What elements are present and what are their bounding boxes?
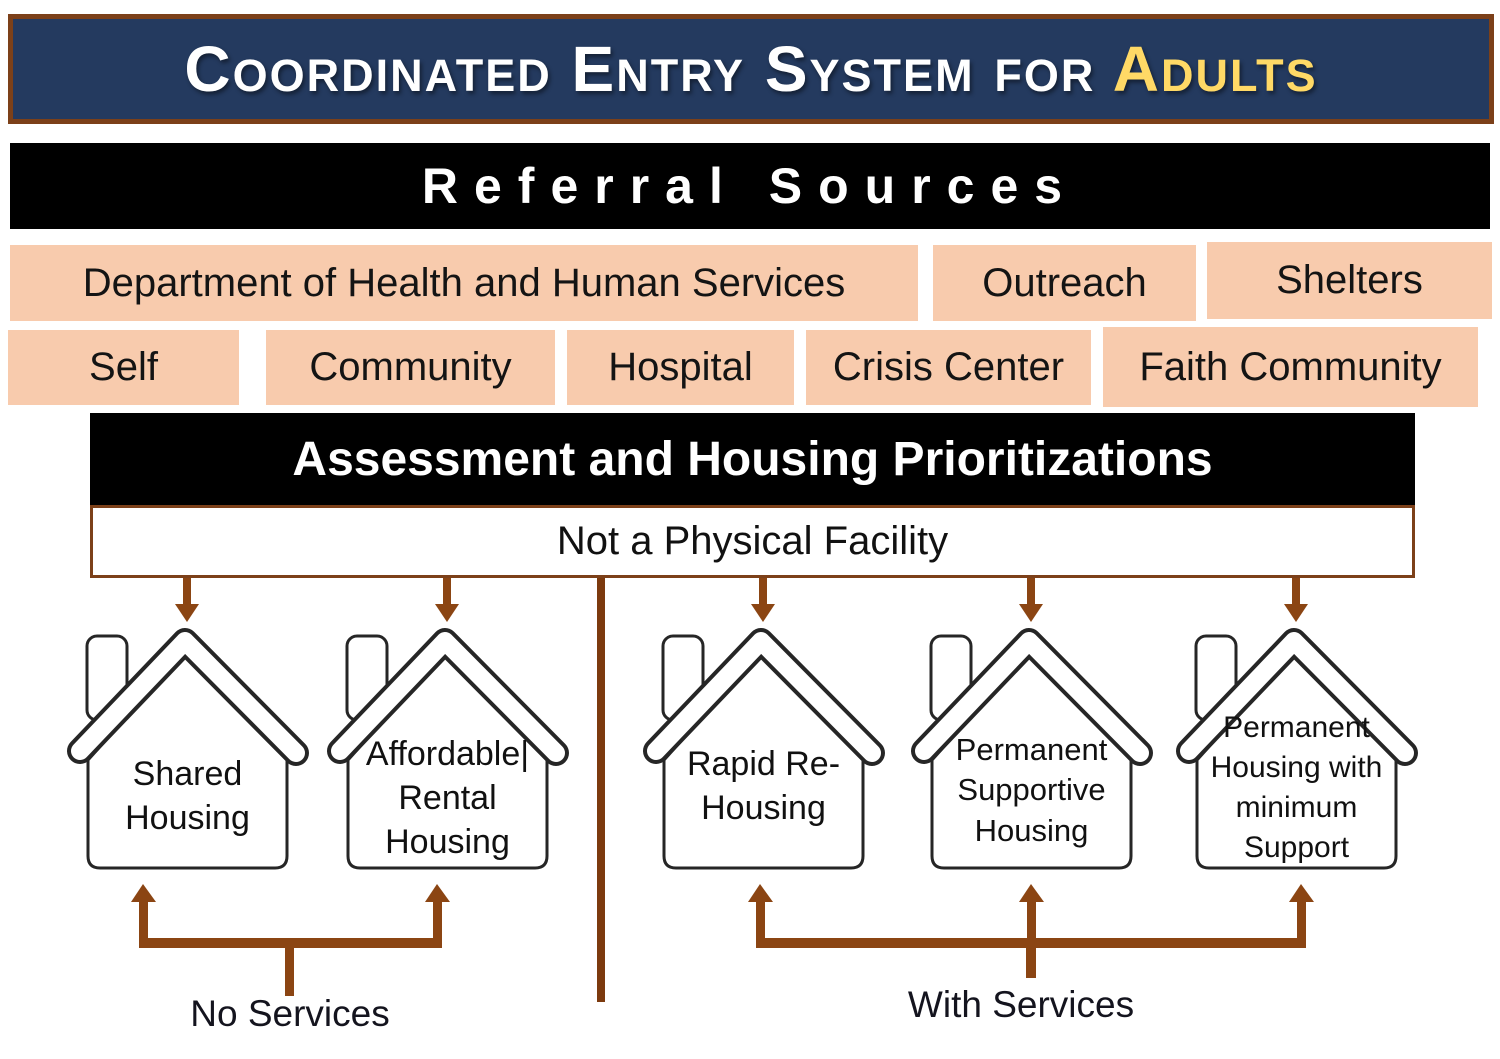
housing-option-affordable-rental-housing: Affordable| Rental Housing (325, 620, 570, 876)
group-label-no-services: No Services (190, 993, 390, 1034)
page-title-main: Coordinated Entry System for (184, 33, 1113, 105)
referral-box-label: Shelters (1276, 258, 1423, 302)
housing-option-shared-housing: Shared Housing (65, 620, 310, 876)
housing-option-label: Rapid Re- Housing (686, 745, 841, 828)
referral-box-hospital: Hospital (567, 330, 794, 405)
down-arrow (1019, 578, 1043, 622)
housing-option-permanent-housing-minimum-support: Permanent Housing with minimum Support (1174, 620, 1419, 876)
housing-option-label: Affordable| Rental Housing (365, 735, 530, 862)
page-title-accent: Adults (1112, 33, 1318, 105)
bracket-bar-with-services (756, 938, 1306, 948)
housing-option-permanent-supportive-housing: Permanent Supportive Housing (909, 620, 1154, 876)
up-arrow (1019, 884, 1044, 948)
housing-option-label: Permanent Supportive Housing (955, 732, 1108, 848)
bracket-stem (1026, 948, 1036, 978)
referral-box-crisis-center: Crisis Center (806, 330, 1091, 405)
facility-note-label: Not a Physical Facility (556, 519, 949, 563)
referral-sources-title: Referral Sources (421, 158, 1079, 214)
referral-box-outreach: Outreach (933, 245, 1196, 321)
referral-box-label: Crisis Center (832, 345, 1065, 389)
bracket-stem (285, 948, 294, 996)
up-arrow (425, 884, 450, 948)
referral-sources-banner: Referral Sources (10, 143, 1490, 229)
referral-box-self: Self (8, 330, 239, 405)
group-label-with-services: With Services (907, 984, 1135, 1025)
referral-box-label: Community (309, 345, 512, 389)
bracket-bar-no-services (139, 938, 442, 948)
up-arrow (1289, 884, 1314, 948)
up-arrow (131, 884, 156, 948)
referral-box-label: Self (89, 345, 158, 389)
up-arrow (748, 884, 773, 948)
header-banner: Coordinated Entry System for Adults (8, 14, 1494, 124)
assessment-banner: Assessment and Housing Prioritizations (90, 413, 1415, 505)
referral-box-community: Community (266, 330, 555, 405)
assessment-title: Assessment and Housing Prioritizations (292, 432, 1213, 486)
referral-box-label: Hospital (608, 345, 753, 389)
down-arrow (435, 578, 459, 622)
facility-note-box: Not a Physical Facility (90, 505, 1415, 578)
housing-option-label: Permanent Housing with minimum Support (1210, 711, 1383, 864)
divider-line (597, 578, 605, 1002)
referral-box-label: Faith Community (1139, 344, 1442, 389)
page-title: Coordinated Entry System for Adults (184, 32, 1317, 106)
referral-box-label: Department of Health and Human Services (82, 260, 846, 305)
referral-box-dhhs: Department of Health and Human Services (10, 245, 918, 321)
referral-box-shelters: Shelters (1207, 242, 1492, 319)
housing-option-label: Shared Housing (125, 755, 250, 838)
referral-box-faith-community: Faith Community (1103, 327, 1478, 407)
down-arrow (175, 578, 199, 622)
housing-option-rapid-re-housing: Rapid Re- Housing (641, 620, 886, 876)
down-arrow (1284, 578, 1308, 622)
down-arrow (751, 578, 775, 622)
referral-box-label: Outreach (982, 260, 1147, 305)
